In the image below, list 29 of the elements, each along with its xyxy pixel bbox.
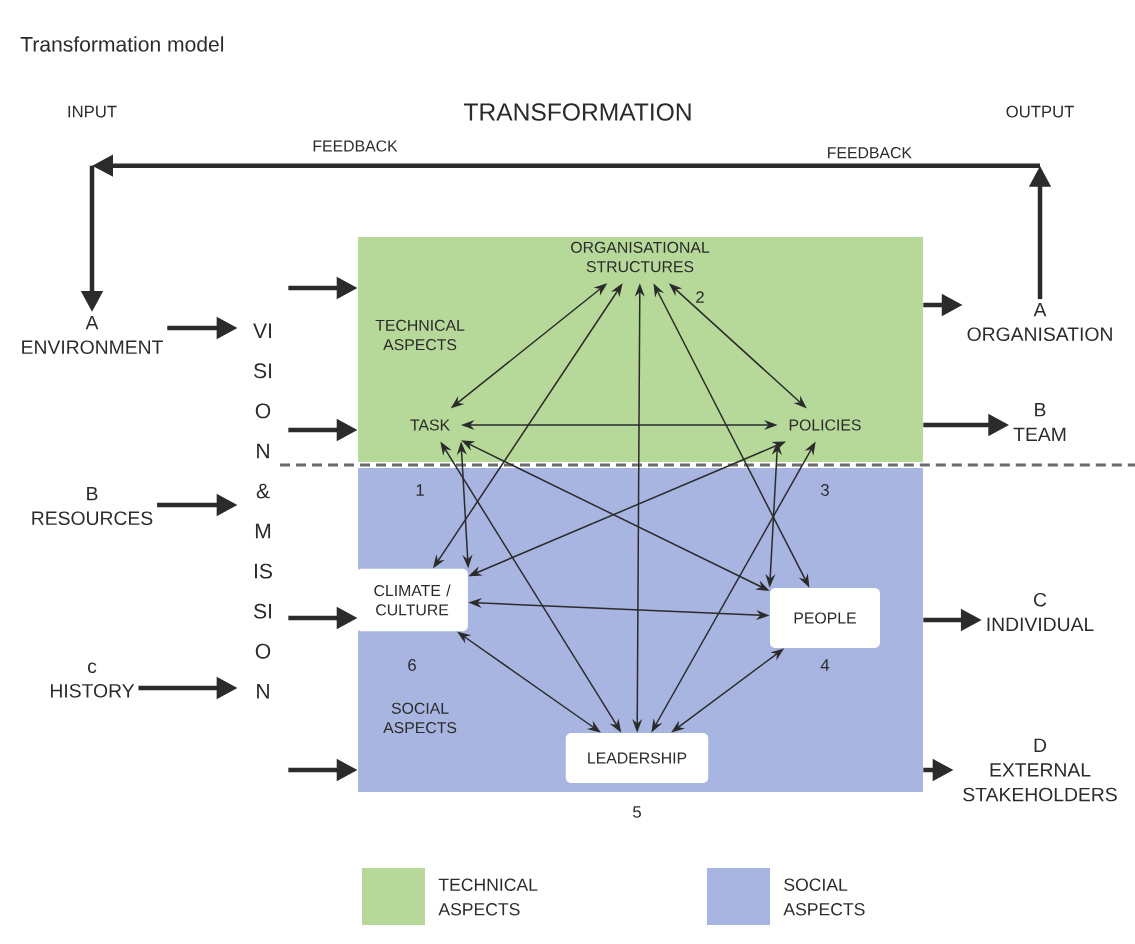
stage-label: INPUT <box>68 105 117 118</box>
node-label: A ENVIRONMENT <box>22 316 163 355</box>
stage-label: OUTPUT <box>1006 105 1074 118</box>
node-number: 1 <box>416 484 424 496</box>
node-label: CLIMATE / CULTURE <box>374 584 451 616</box>
node-label: D EXTERNAL STAKEHOLDERS <box>963 738 1117 802</box>
node-label: ORGANISATIONAL STRUCTURES <box>571 241 710 273</box>
line-label: FEEDBACK <box>313 140 398 152</box>
node-label: B RESOURCES <box>32 487 153 526</box>
node-label: POLICIES <box>789 419 861 431</box>
node-label: B TEAM <box>1013 403 1066 441</box>
label-box: PEOPLE <box>770 588 880 648</box>
label-box: CLIMATE / CULTURE <box>356 568 468 632</box>
node-label: TASK <box>410 419 450 431</box>
node-label: A ORGANISATION <box>967 303 1112 342</box>
node-number: 3 <box>820 484 829 496</box>
diagram-title: Transformation model <box>20 36 224 52</box>
edge-label: FEEDBACK <box>825 145 914 161</box>
vertical-label: VISION & MISSION <box>253 323 272 699</box>
node-number: 2 <box>696 291 704 303</box>
node-label: C INDIVIDUAL <box>987 592 1094 632</box>
node-number: 5 <box>633 806 641 818</box>
label-box: LEADERSHIP <box>565 733 709 783</box>
heading: TRANSFORMATION <box>464 103 691 121</box>
node-label: c HISTORY <box>51 662 135 698</box>
legend-label: TECHNICAL ASPECTS <box>438 878 538 916</box>
legend-label: SOCIAL ASPECTS <box>783 878 865 916</box>
node-number: 4 <box>820 659 830 671</box>
node-number: 6 <box>408 659 416 671</box>
